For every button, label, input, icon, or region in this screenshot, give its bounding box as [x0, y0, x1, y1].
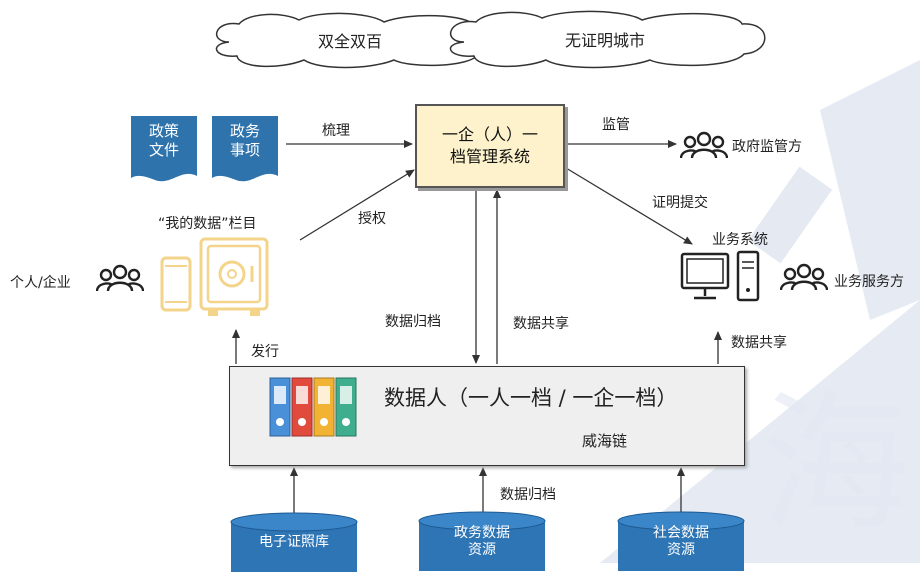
database-cylinder: 政务数据 资源: [418, 511, 546, 571]
label-individual-enterprise: 个人/企业: [10, 275, 71, 291]
folders-icon: [269, 377, 357, 437]
label-data-archive-bottom: 数据归档: [500, 487, 556, 503]
label-gov-supervisor: 政府监管方: [732, 139, 802, 155]
people-icon: [680, 131, 728, 159]
db-line: 政务数据: [454, 525, 510, 541]
doc-gov-affairs: 政务 事项: [212, 116, 278, 186]
people-icon: [780, 263, 828, 291]
database-cylinder: 电子证照库: [230, 512, 358, 572]
doc-line: 事项: [229, 141, 260, 159]
system-line2: 档管理系统: [449, 147, 530, 166]
doc-line: 政策: [148, 122, 179, 140]
db-line: 电子证照库: [259, 534, 329, 550]
doc-policy-file: 政策 文件: [131, 116, 197, 186]
doc-line: 文件: [148, 141, 179, 159]
db-line: 社会数据: [653, 525, 709, 541]
label-business-provider: 业务服务方: [834, 274, 904, 290]
database-cylinder: 社会数据 资源: [617, 511, 745, 571]
label-authorize: 授权: [358, 211, 386, 227]
label-data-archive: 数据归档: [385, 314, 441, 330]
label-sort: 梳理: [322, 123, 350, 139]
cloud-label-right: 无证明城市: [564, 31, 645, 50]
label-issue: 发行: [251, 344, 279, 360]
label-my-data: “我的数据”栏目: [158, 216, 257, 232]
label-proof-submit: 证明提交: [652, 195, 708, 211]
cloud-shape: [449, 10, 766, 69]
watermark-glyph: 海: [760, 378, 911, 552]
chain-name: 威海链: [582, 432, 628, 450]
label-data-share-right: 数据共享: [731, 335, 787, 351]
label-data-share: 数据共享: [513, 316, 569, 332]
label-business-system: 业务系统: [712, 232, 768, 248]
computer-icon: [680, 250, 760, 302]
db-line: 资源: [667, 542, 695, 558]
label-supervise: 监管: [602, 117, 630, 133]
phone-icon: [160, 256, 192, 312]
db-line: 资源: [468, 542, 496, 558]
management-system-box: 一企（人）一 档管理系统: [415, 104, 565, 188]
data-person-title: 数据人（一人一档 / 一企一档）: [384, 386, 678, 410]
system-line1: 一企（人）一: [441, 125, 538, 144]
safe-icon: [199, 237, 269, 316]
people-icon: [96, 264, 144, 292]
doc-line: 政务: [229, 122, 260, 140]
cloud-label-left: 双全双百: [317, 32, 382, 51]
